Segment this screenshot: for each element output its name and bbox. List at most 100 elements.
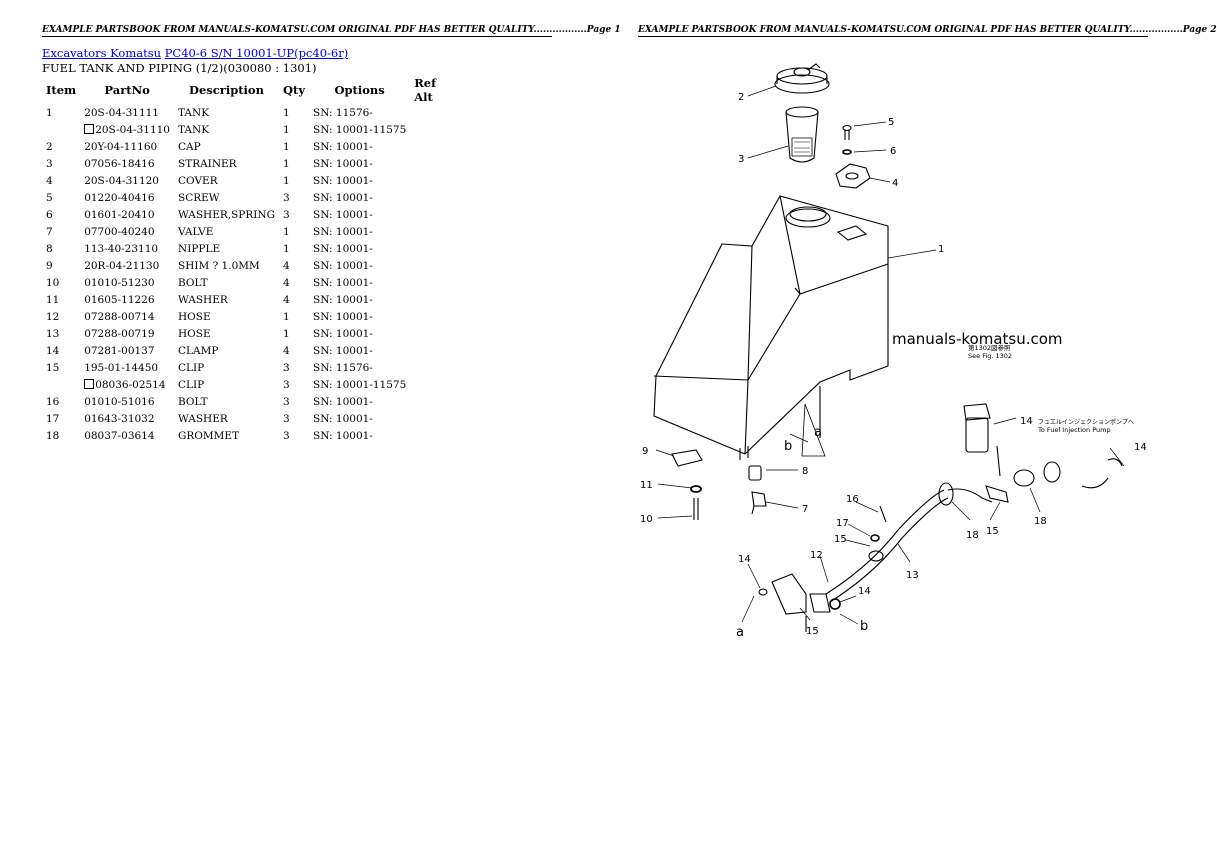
partno-cell: 113-40-23110 <box>80 240 174 257</box>
partno-cell: 08036-02514 <box>80 376 174 393</box>
ref-note-en: See Fig. 1302 <box>968 352 1012 360</box>
ref-alt-cell <box>410 410 458 427</box>
partno-cell: 01010-51016 <box>80 393 174 410</box>
ref-alt-cell <box>410 274 458 291</box>
ref-alt-cell <box>410 291 458 308</box>
callout-6: 6 <box>890 146 896 157</box>
qty-cell: 4 <box>283 276 290 289</box>
ref-alt-cell <box>410 393 458 410</box>
breadcrumb-link-model[interactable]: PC40-6 S/N 10001-UP(pc40-6r) <box>164 46 349 60</box>
partno-text: 07288-00719 <box>84 327 155 340</box>
options-cell: SN: 10001- <box>313 429 373 442</box>
callout-15a: 15 <box>834 534 847 545</box>
qty-cell: 3 <box>283 191 290 204</box>
partno-text: 01010-51230 <box>84 276 155 289</box>
description-cell: WASHER <box>178 412 228 425</box>
callout-5: 5 <box>888 117 894 128</box>
callout-16: 16 <box>846 494 859 505</box>
item-cell: 2 <box>46 140 53 153</box>
options-cell: SN: 10001- <box>313 310 373 323</box>
options-cell: SN: 11576- <box>313 361 373 374</box>
ref-alt-cell <box>410 155 458 172</box>
callout-2: 2 <box>738 92 744 103</box>
partno-text: 08037-03614 <box>84 429 155 442</box>
valve-hardware-drawing <box>671 449 767 520</box>
callout-17: 17 <box>836 518 849 529</box>
description-cell: VALVE <box>178 225 214 238</box>
leader-lines <box>655 85 1125 625</box>
ref-alt-cell <box>410 376 458 393</box>
partno-cell: 195-01-14450 <box>80 359 174 376</box>
callout-7: 7 <box>802 504 808 515</box>
column-header-ref-alt: Ref Alt <box>414 76 437 104</box>
partno-cell: 07056-18416 <box>80 155 174 172</box>
item-cell: 10 <box>46 276 60 289</box>
partno-text: 08036-02514 <box>95 378 166 391</box>
partno-text: 07700-40240 <box>84 225 155 238</box>
description-cell: STRAINER <box>178 157 237 170</box>
qty-cell: 4 <box>283 259 290 272</box>
page-header-right: EXAMPLE PARTSBOOK FROM MANUALS-KOMATSU.C… <box>638 25 1217 37</box>
options-cell: SN: 10001- <box>313 191 373 204</box>
ref-alt-cell <box>410 240 458 257</box>
callout-1: 1 <box>938 244 944 255</box>
description-cell: CLIP <box>178 361 205 374</box>
options-cell: SN: 10001- <box>313 276 373 289</box>
callout-14c: 14 <box>738 554 751 565</box>
options-cell: SN: 10001- <box>313 395 373 408</box>
options-cell: SN: 10001- <box>313 174 373 187</box>
ref-alt-cell <box>410 257 458 274</box>
options-cell: SN: 10001- <box>313 259 373 272</box>
item-cell: 18 <box>46 429 60 442</box>
ref-alt-cell <box>410 223 458 240</box>
callout-b-upper: b <box>784 439 792 454</box>
description-cell: BOLT <box>178 395 208 408</box>
screw-drawing <box>842 124 852 155</box>
fuel-tank-drawing <box>653 195 889 460</box>
qty-cell: 1 <box>283 140 290 153</box>
fuel-cap-drawing <box>774 63 830 94</box>
qty-cell: 1 <box>283 123 290 136</box>
callout-15b: 15 <box>986 526 999 537</box>
item-cell: 17 <box>46 412 60 425</box>
options-cell: SN: 10001- <box>313 140 373 153</box>
qty-cell: 1 <box>283 225 290 238</box>
description-cell: NIPPLE <box>178 242 221 255</box>
item-cell <box>42 376 80 393</box>
item-cell: 11 <box>46 293 60 306</box>
options-cell: SN: 10001-11575 <box>313 378 407 391</box>
qty-cell: 3 <box>283 395 290 408</box>
qty-cell: 1 <box>283 310 290 323</box>
qty-cell: 4 <box>283 344 290 357</box>
callout-a-upper: a <box>814 425 822 440</box>
description-cell: CLIP <box>178 378 205 391</box>
description-cell: GROMMET <box>178 429 240 442</box>
callout-18a: 18 <box>966 530 979 541</box>
item-cell: 1 <box>46 106 53 119</box>
column-header-partno: PartNo <box>104 83 150 97</box>
description-cell: SCREW <box>178 191 220 204</box>
partno-cell: 20S-04-31110 <box>80 121 174 138</box>
pump-note-jp: フュエルインジェクションポンプへ <box>1038 418 1134 426</box>
breadcrumb-link-excavators[interactable]: Excavators Komatsu <box>42 46 162 60</box>
options-cell: SN: 10001- <box>313 412 373 425</box>
partno-cell: 07281-00137 <box>80 342 174 359</box>
options-cell: SN: 10001- <box>313 327 373 340</box>
partno-text: 01605-11226 <box>84 293 155 306</box>
item-cell: 8 <box>46 242 53 255</box>
column-header-description: Description <box>189 83 264 97</box>
description-cell: CAP <box>178 140 201 153</box>
breadcrumb: Excavators Komatsu PC40-6 S/N 10001-UP(p… <box>42 46 348 60</box>
description-cell: WASHER,SPRING <box>178 208 275 221</box>
description-cell: HOSE <box>178 327 211 340</box>
